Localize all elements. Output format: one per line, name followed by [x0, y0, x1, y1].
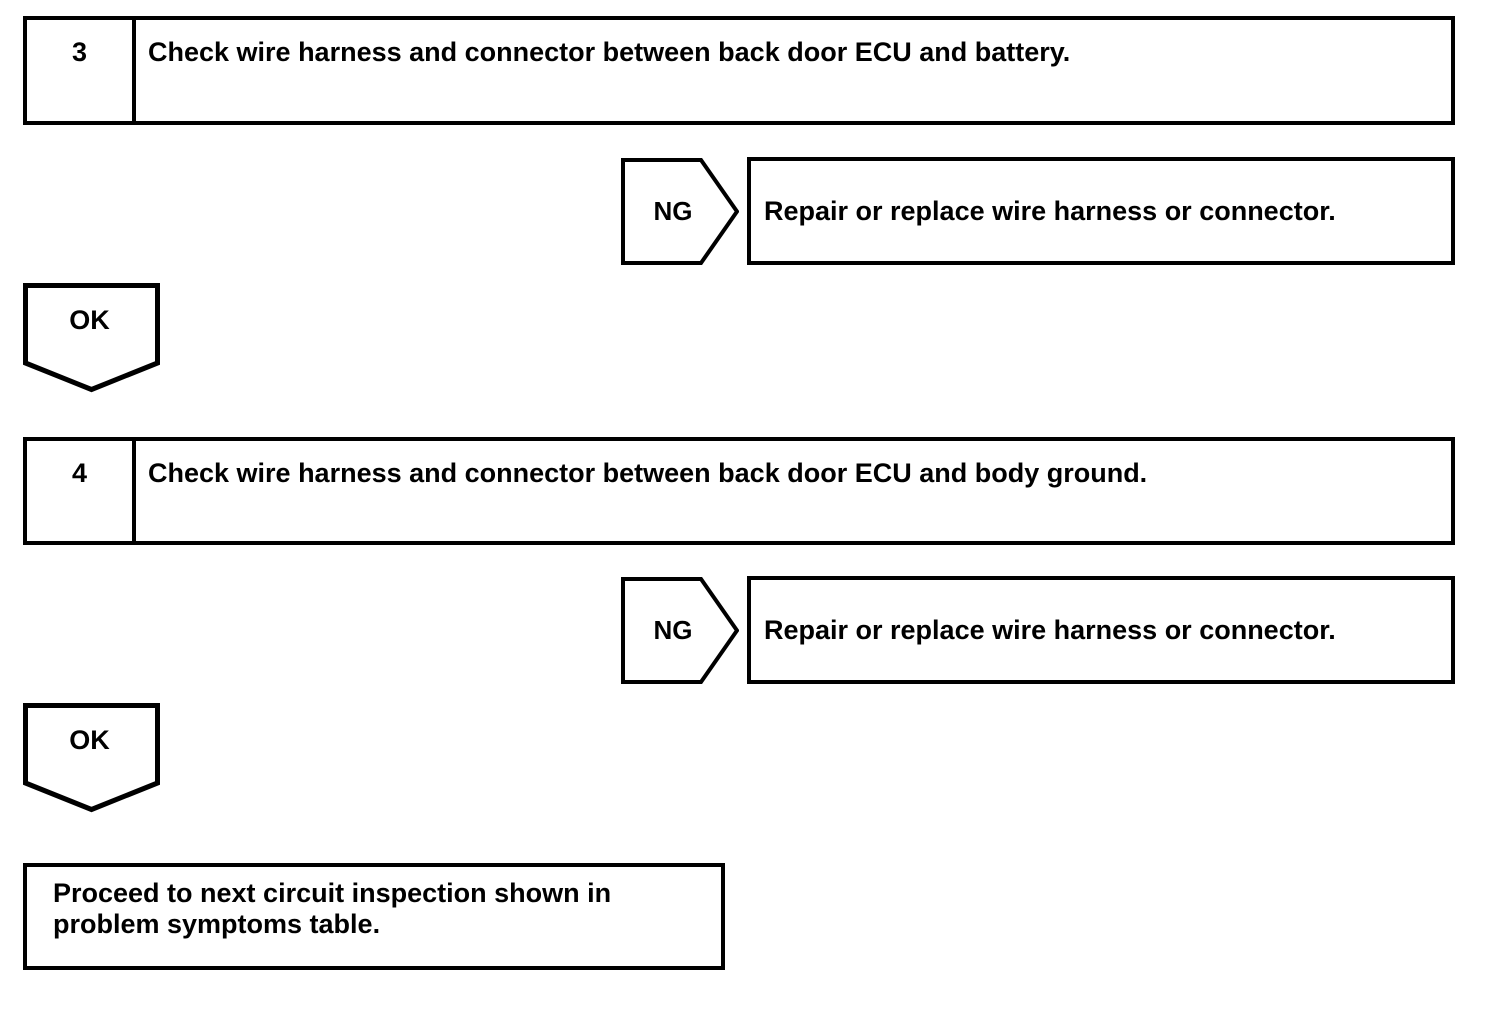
ng-pentagon-icon	[621, 577, 739, 684]
step-3-number: 3	[27, 20, 136, 121]
ng-result-box-2: Repair or replace wire harness or connec…	[747, 576, 1455, 684]
ng-result-box-1: Repair or replace wire harness or connec…	[747, 157, 1455, 265]
step-4-box: 4 Check wire harness and connector betwe…	[23, 437, 1455, 545]
ok-pentagon-icon	[23, 283, 160, 393]
step-4-number: 4	[27, 441, 136, 541]
ng-arrow-1: NG	[621, 158, 739, 265]
ok-arrow-1: OK	[23, 283, 160, 393]
ng-pentagon-icon	[621, 158, 739, 265]
ok-arrow-2: OK	[23, 703, 160, 813]
final-conclusion-box: Proceed to next circuit inspection shown…	[23, 863, 725, 970]
ng-label: NG	[653, 196, 693, 226]
ng-result-text: Repair or replace wire harness or connec…	[764, 195, 1336, 226]
step-4-instruction: Check wire harness and connector between…	[148, 458, 1148, 488]
ok-pentagon-icon	[23, 703, 160, 813]
step-3-box: 3 Check wire harness and connector betwe…	[23, 16, 1455, 125]
ok-label: OK	[69, 725, 110, 755]
final-text-line2: problem symptoms table.	[53, 909, 381, 939]
final-text-line1: Proceed to next circuit inspection shown…	[53, 878, 612, 908]
ng-arrow-2: NG	[621, 577, 739, 684]
ng-label: NG	[653, 615, 693, 645]
ok-label: OK	[69, 305, 110, 335]
step-3-instruction: Check wire harness and connector between…	[148, 37, 1071, 67]
ng-result-text: Repair or replace wire harness or connec…	[764, 614, 1336, 645]
